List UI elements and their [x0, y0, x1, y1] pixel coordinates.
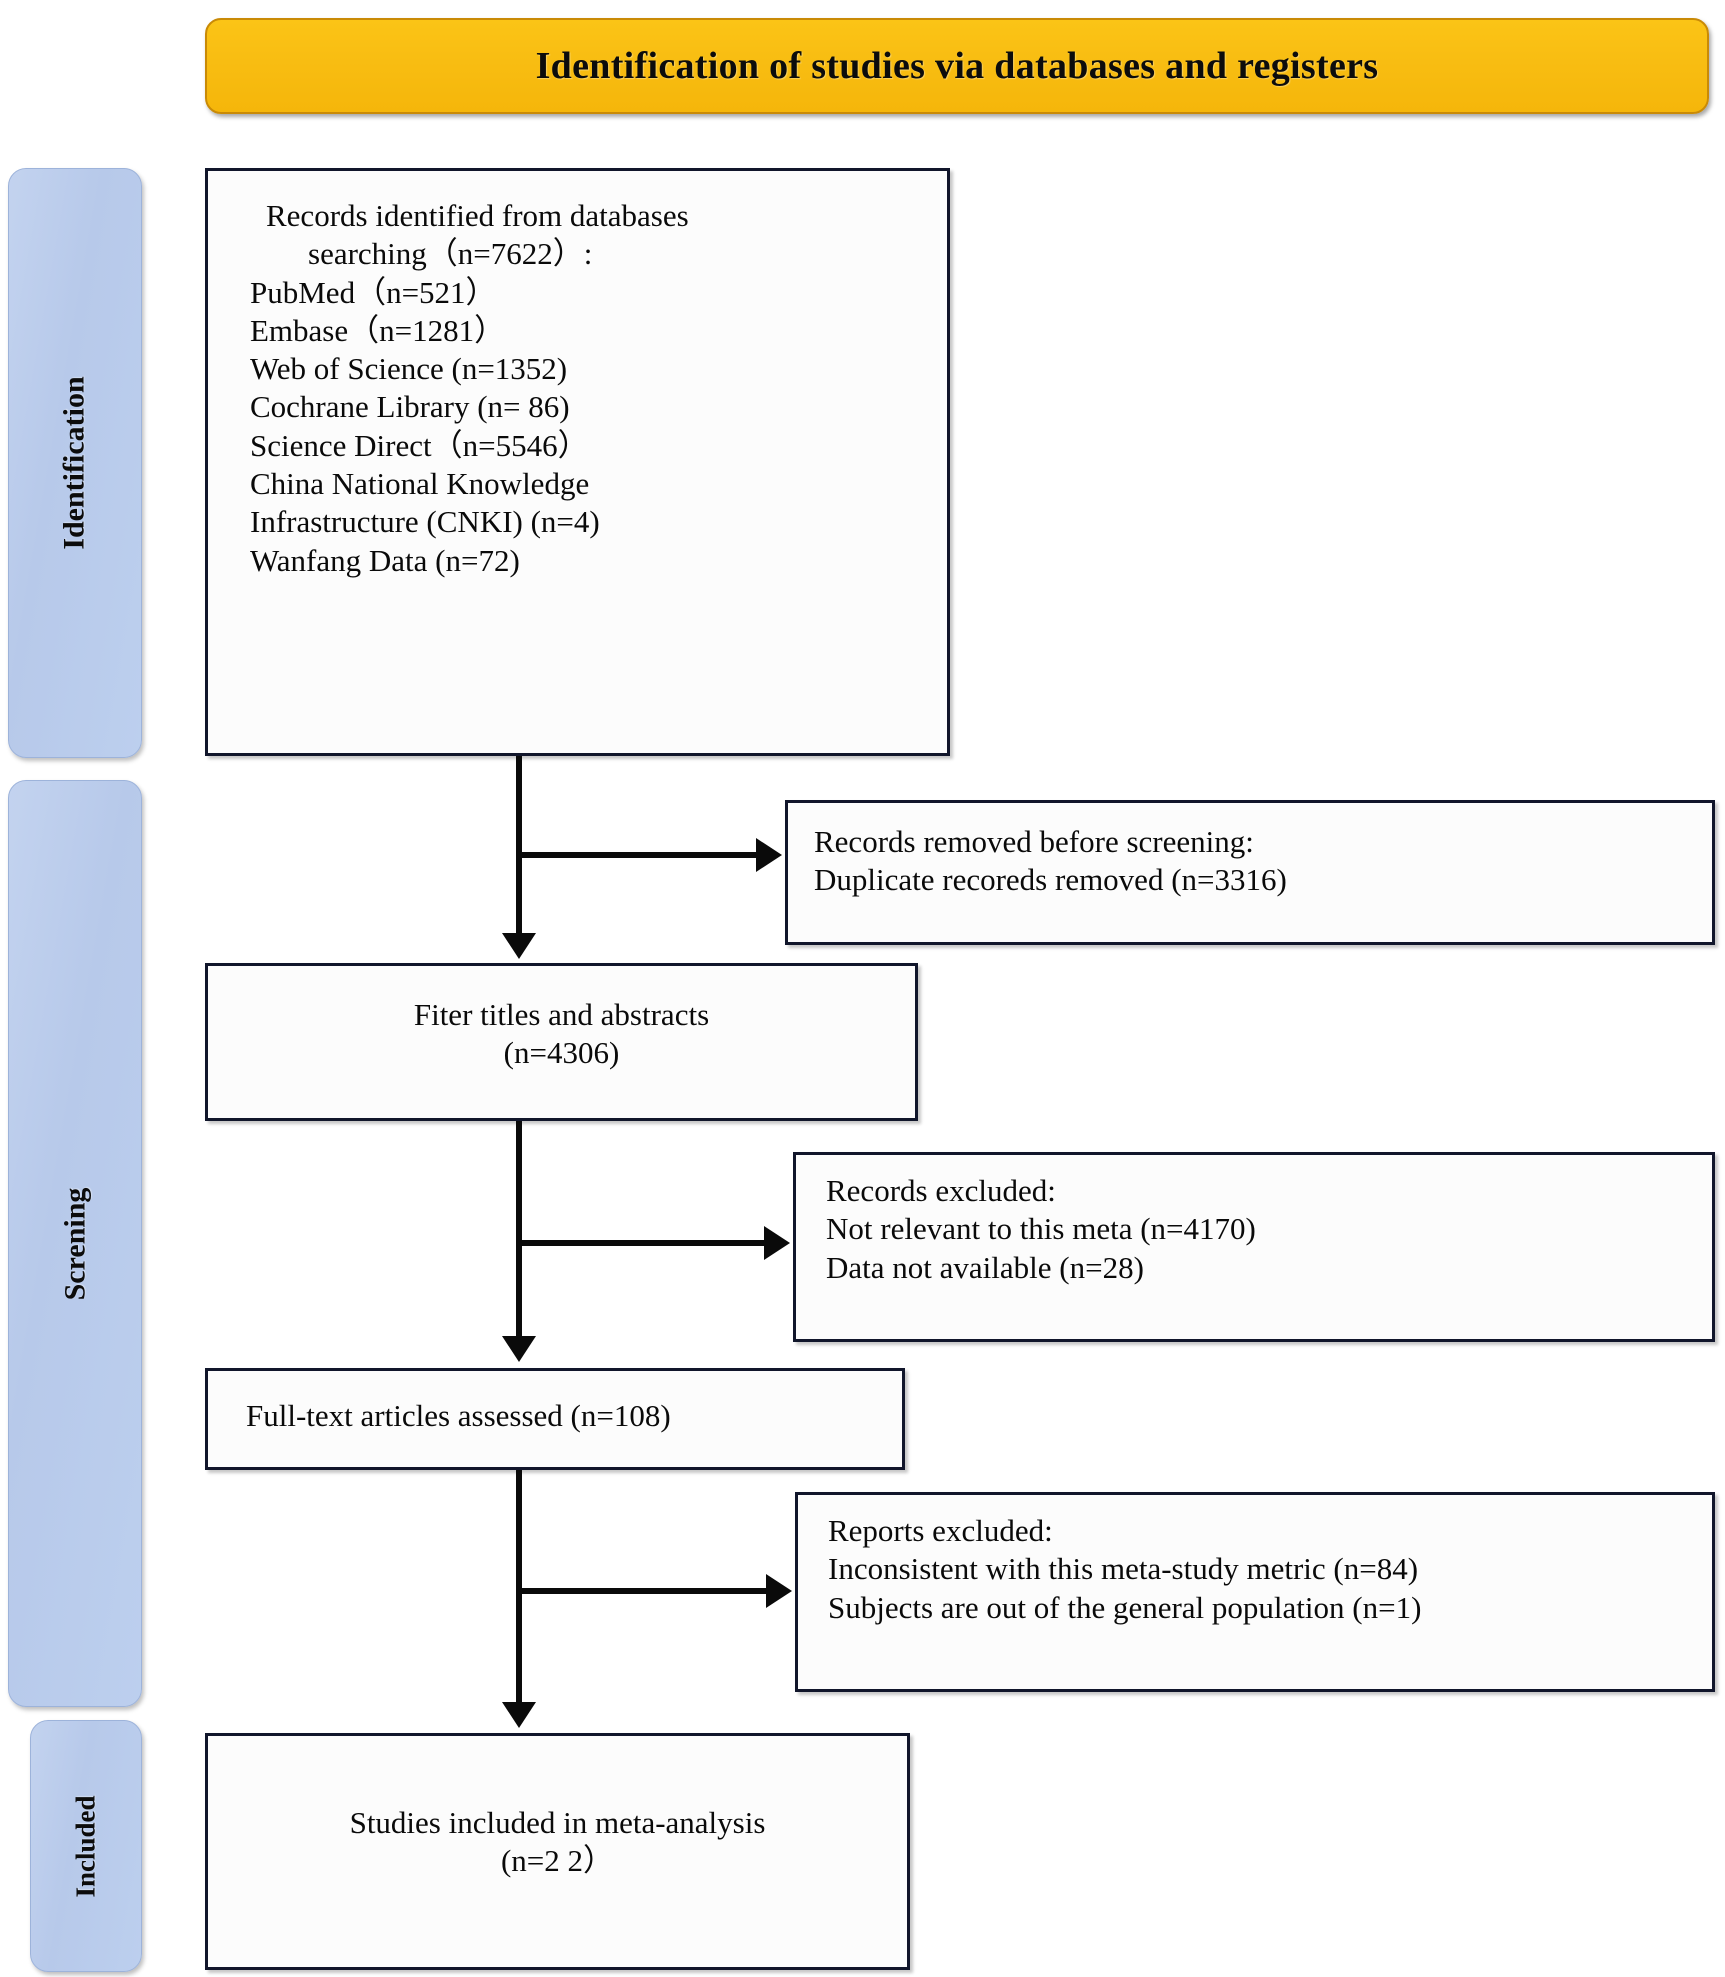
connector-identified-to-duplicates — [516, 852, 756, 858]
stage-label-included: Included — [30, 1720, 142, 1972]
connector-fulltext-to-included — [516, 1470, 522, 1702]
source-embase: Embase（n=1281） — [250, 312, 506, 348]
node-records-removed-before-screening: Records removed before screening: Duplic… — [785, 800, 1715, 945]
records-identified-heading-line2: searching（n=7622）: — [308, 236, 593, 272]
arrowhead-identified-to-filter — [502, 933, 536, 959]
stage-label-identification: Identification — [8, 168, 142, 758]
connector-identified-to-filter — [516, 756, 522, 933]
node-fulltext-body: Full-text articles assessed (n=108) — [208, 1371, 902, 1435]
source-cochrane-library: Cochrane Library (n= 86) — [250, 389, 570, 425]
node-reports-excluded: Reports excluded: Inconsistent with this… — [795, 1492, 1715, 1692]
source-pubmed: PubMed（n=521） — [250, 274, 497, 310]
stage-label-screening-text: Screning — [57, 1187, 91, 1300]
filter-line2: (n=4306) — [503, 1035, 620, 1071]
arrowhead-filter-to-records-excluded — [764, 1226, 790, 1260]
arrowhead-fulltext-to-reports-excluded — [766, 1574, 792, 1608]
node-records-excluded-body: Records excluded: Not relevant to this m… — [796, 1155, 1712, 1287]
node-studies-included: Studies included in meta-analysis (n=2 2… — [205, 1733, 910, 1970]
node-reports-excluded-body: Reports excluded: Inconsistent with this… — [798, 1495, 1712, 1627]
arrowhead-fulltext-to-included — [502, 1702, 536, 1728]
node-filter-titles-abstracts: Fiter titles and abstracts (n=4306) — [205, 963, 918, 1121]
records-excluded-line2: Not relevant to this meta (n=4170) — [826, 1211, 1256, 1247]
node-duplicates-body: Records removed before screening: Duplic… — [788, 803, 1712, 900]
node-records-identified: Records identified from databases search… — [205, 168, 950, 756]
source-science-direct: Science Direct（n=5546） — [250, 427, 589, 463]
source-wanfang-data: Wanfang Data (n=72) — [250, 542, 520, 578]
arrowhead-identified-to-duplicates — [756, 838, 782, 872]
included-line2: (n=2 2） — [500, 1843, 615, 1879]
node-fulltext-assessed: Full-text articles assessed (n=108) — [205, 1368, 905, 1470]
node-studies-included-body: Studies included in meta-analysis (n=2 2… — [208, 1736, 907, 1881]
duplicates-line2: Duplicate recoreds removed (n=3316) — [814, 862, 1287, 898]
source-web-of-science: Web of Science (n=1352) — [250, 351, 568, 387]
stage-label-screening: Screning — [8, 780, 142, 1707]
filter-line1: Fiter titles and abstracts — [413, 997, 710, 1032]
source-cnki-line1: China National Knowledge — [250, 465, 590, 501]
diagram-title: Identification of studies via databases … — [535, 45, 1379, 87]
source-cnki-line2: Infrastructure (CNKI) (n=4) — [250, 504, 600, 540]
reports-excluded-line2: Inconsistent with this meta-study metric… — [828, 1551, 1419, 1587]
records-excluded-line1: Records excluded: — [826, 1173, 1056, 1208]
diagram-header-banner: Identification of studies via databases … — [205, 18, 1709, 114]
connector-fulltext-to-reports-excluded — [516, 1588, 766, 1594]
connector-filter-to-records-excluded — [516, 1240, 764, 1246]
fulltext-line1: Full-text articles assessed (n=108) — [246, 1398, 671, 1433]
arrowhead-filter-to-fulltext — [502, 1336, 536, 1362]
node-records-identified-body: Records identified from databases search… — [208, 171, 947, 580]
node-records-excluded: Records excluded: Not relevant to this m… — [793, 1152, 1715, 1342]
records-excluded-line3: Data not available (n=28) — [826, 1249, 1144, 1285]
stage-label-included-text: Included — [70, 1794, 101, 1898]
connector-filter-to-fulltext — [516, 1121, 522, 1336]
stage-label-identification-text: Identification — [58, 376, 91, 550]
node-filter-body: Fiter titles and abstracts (n=4306) — [208, 966, 915, 1073]
records-identified-heading-line1: Records identified from databases — [266, 198, 689, 233]
included-line1: Studies included in meta-analysis — [349, 1805, 766, 1840]
duplicates-line1: Records removed before screening: — [814, 824, 1254, 859]
reports-excluded-line3: Subjects are out of the general populati… — [828, 1589, 1422, 1625]
reports-excluded-line1: Reports excluded: — [828, 1513, 1053, 1548]
